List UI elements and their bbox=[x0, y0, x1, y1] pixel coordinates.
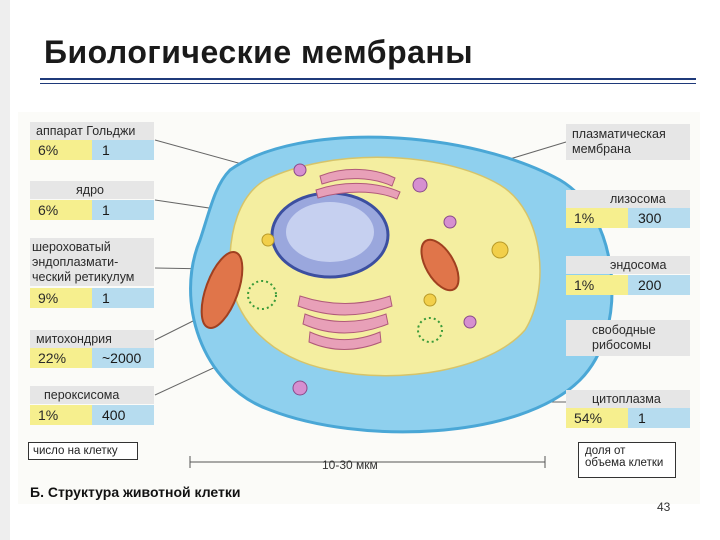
perox-label: пероксисома bbox=[44, 388, 120, 402]
golgi-apparatus bbox=[297, 168, 401, 350]
lysosome-percent: 1% bbox=[566, 208, 628, 228]
golgi-label: аппарат Гольджи bbox=[36, 124, 136, 138]
er-label-bg bbox=[30, 238, 154, 286]
lysosome-label: лизосома bbox=[610, 192, 666, 206]
mito-values: 22% ~2000 bbox=[30, 348, 154, 368]
lysosome-count: 300 bbox=[628, 208, 690, 228]
peroxisomes bbox=[261, 233, 509, 307]
nucleolus-area bbox=[286, 202, 374, 262]
ribosomes-label-bg bbox=[566, 320, 690, 356]
title-rule-top bbox=[40, 78, 696, 80]
lysosome-values: 1% 300 bbox=[566, 208, 690, 228]
scale-label: 10-30 мкм bbox=[322, 458, 378, 472]
endosome-percent: 1% bbox=[566, 275, 628, 295]
golgi-label-bg bbox=[30, 122, 154, 140]
fraction-legend-line-1: доля от bbox=[585, 445, 626, 457]
slide-title: Биологические мембраны bbox=[44, 34, 474, 70]
plasma-membrane-line-2: мембрана bbox=[572, 142, 631, 156]
cytoplasm-count: 1 bbox=[628, 408, 690, 428]
ribosomes-line-1: свободные bbox=[592, 323, 656, 337]
fraction-legend: доля от объема клетки bbox=[578, 442, 676, 478]
mito-count: ~2000 bbox=[92, 348, 154, 368]
title-rule-bottom bbox=[40, 83, 696, 84]
golgi-percent: 6% bbox=[30, 140, 92, 160]
golgi-count: 1 bbox=[92, 140, 154, 160]
mito-percent: 22% bbox=[30, 348, 92, 368]
mito-label-bg bbox=[30, 330, 154, 348]
nucleus-percent: 6% bbox=[30, 200, 92, 220]
fraction-legend-line-2: объема клетки bbox=[585, 457, 664, 469]
endosome-label: эндосома bbox=[610, 258, 667, 272]
endosome-count: 200 bbox=[628, 275, 690, 295]
er-label-line-1: шероховатый bbox=[32, 240, 111, 254]
scale-bar bbox=[189, 456, 546, 468]
plasma-membrane-label-bg bbox=[566, 124, 690, 160]
perox-label-bg bbox=[30, 386, 154, 404]
lysosome-label-bg bbox=[566, 190, 690, 208]
er-count: 1 bbox=[92, 288, 154, 308]
cytoplasm-values: 54% 1 bbox=[566, 408, 690, 428]
cytoplasm-label: цитоплазма bbox=[592, 392, 661, 406]
mitochondria bbox=[200, 238, 460, 329]
nucleus-values: 6% 1 bbox=[30, 200, 154, 220]
mito-label: митохондрия bbox=[36, 332, 112, 346]
er-values: 9% 1 bbox=[30, 288, 154, 308]
figure-caption: Б. Структура животной клетки bbox=[30, 484, 241, 500]
count-legend: число на клетку bbox=[28, 442, 138, 460]
cytoplasm-label-bg bbox=[566, 390, 690, 408]
perox-count: 400 bbox=[92, 405, 154, 425]
cytoplasm-percent: 54% bbox=[566, 408, 628, 428]
golgi-values: 6% 1 bbox=[30, 140, 154, 160]
nucleus-label-bg bbox=[30, 181, 154, 199]
slide-left-bar bbox=[0, 0, 10, 540]
perox-percent: 1% bbox=[30, 405, 92, 425]
perox-values: 1% 400 bbox=[30, 405, 154, 425]
plasma-membrane-line-1: плазматическая bbox=[572, 127, 666, 141]
nucleus-label: ядро bbox=[76, 183, 104, 197]
endosome-label-bg bbox=[566, 256, 690, 274]
er-percent: 9% bbox=[30, 288, 92, 308]
free-ribosomes bbox=[247, 280, 443, 343]
endosome-values: 1% 200 bbox=[566, 275, 690, 295]
ribosomes-line-2: рибосомы bbox=[592, 338, 651, 352]
er-label-line-2: эндоплазмати- bbox=[32, 255, 119, 269]
page-number: 43 bbox=[657, 500, 671, 514]
vesicles bbox=[292, 163, 477, 396]
nucleus-count: 1 bbox=[92, 200, 154, 220]
er-label-line-3: ческий ретикулум bbox=[32, 270, 135, 284]
